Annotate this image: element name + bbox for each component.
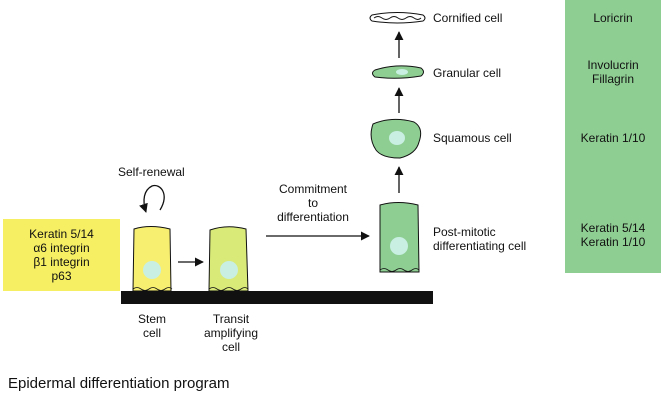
marker-keratin-1-10-squamous: Keratin 1/10	[580, 131, 646, 145]
marker-keratin-1-10-post-mitotic: Keratin 1/10	[580, 235, 646, 249]
marker-keratin-5-14-post-mitotic: Keratin 5/14	[580, 221, 646, 235]
granular-cell-label: Granular cell	[433, 66, 502, 80]
commitment-label: Commitment to differentiation	[258, 182, 368, 224]
marker-keratin-5-14: Keratin 5/14	[29, 227, 94, 241]
cornified-cell-label: Cornified cell	[433, 11, 503, 25]
commitment-line-3: differentiation	[277, 210, 349, 224]
cornified-cell	[369, 12, 426, 24]
commitment-line-1: Commitment	[278, 182, 347, 196]
squamous-nucleus	[389, 131, 405, 145]
transit-label-line-1: Transit	[212, 312, 250, 326]
granular-nucleus	[396, 69, 408, 75]
marker-loricrin: Loricrin	[593, 11, 633, 25]
transit-nucleus	[220, 261, 238, 279]
stem-cell-label-line-1: Stem	[137, 312, 166, 326]
self-renewal-label: Self-renewal	[118, 165, 185, 179]
granular-cell	[372, 65, 424, 79]
post-mitotic-cell	[379, 202, 420, 273]
post-mitotic-label-line-2: differentiating cell	[433, 239, 527, 253]
marker-b1-integrin: β1 integrin	[33, 255, 90, 269]
stem-cell-label: Stem cell	[127, 312, 177, 340]
stem-nucleus	[143, 261, 161, 279]
commitment-line-2: to	[307, 196, 318, 210]
marker-involucrin: Involucrin	[587, 58, 639, 72]
post-mitotic-cell-label: Post-mitotic differentiating cell	[433, 225, 526, 253]
marker-a6-integrin: α6 integrin	[33, 241, 90, 255]
transit-amplifying-cell	[208, 226, 249, 292]
squamous-cell-label: Squamous cell	[433, 131, 512, 145]
transit-label-line-3: cell	[221, 340, 240, 354]
self-renewal-arrow-icon	[139, 184, 165, 213]
differentiation-marker-panel	[565, 0, 661, 273]
marker-p63: p63	[51, 269, 72, 283]
stem-cell-marker-box: Keratin 5/14 α6 integrin β1 integrin p63	[3, 219, 120, 291]
marker-fillagrin: Fillagrin	[591, 72, 634, 86]
transit-amplifying-cell-label: Transit amplifying cell	[196, 312, 266, 354]
squamous-cell	[370, 118, 422, 159]
stem-cell-label-line-2: cell	[142, 326, 161, 340]
stem-cell	[132, 226, 173, 292]
basement-membrane	[121, 291, 433, 304]
post-mitotic-label-line-1: Post-mitotic	[433, 225, 496, 239]
post-mitotic-nucleus	[390, 237, 408, 255]
transit-label-line-2: amplifying	[203, 326, 259, 340]
figure-title: Epidermal differentiation program	[8, 375, 230, 392]
